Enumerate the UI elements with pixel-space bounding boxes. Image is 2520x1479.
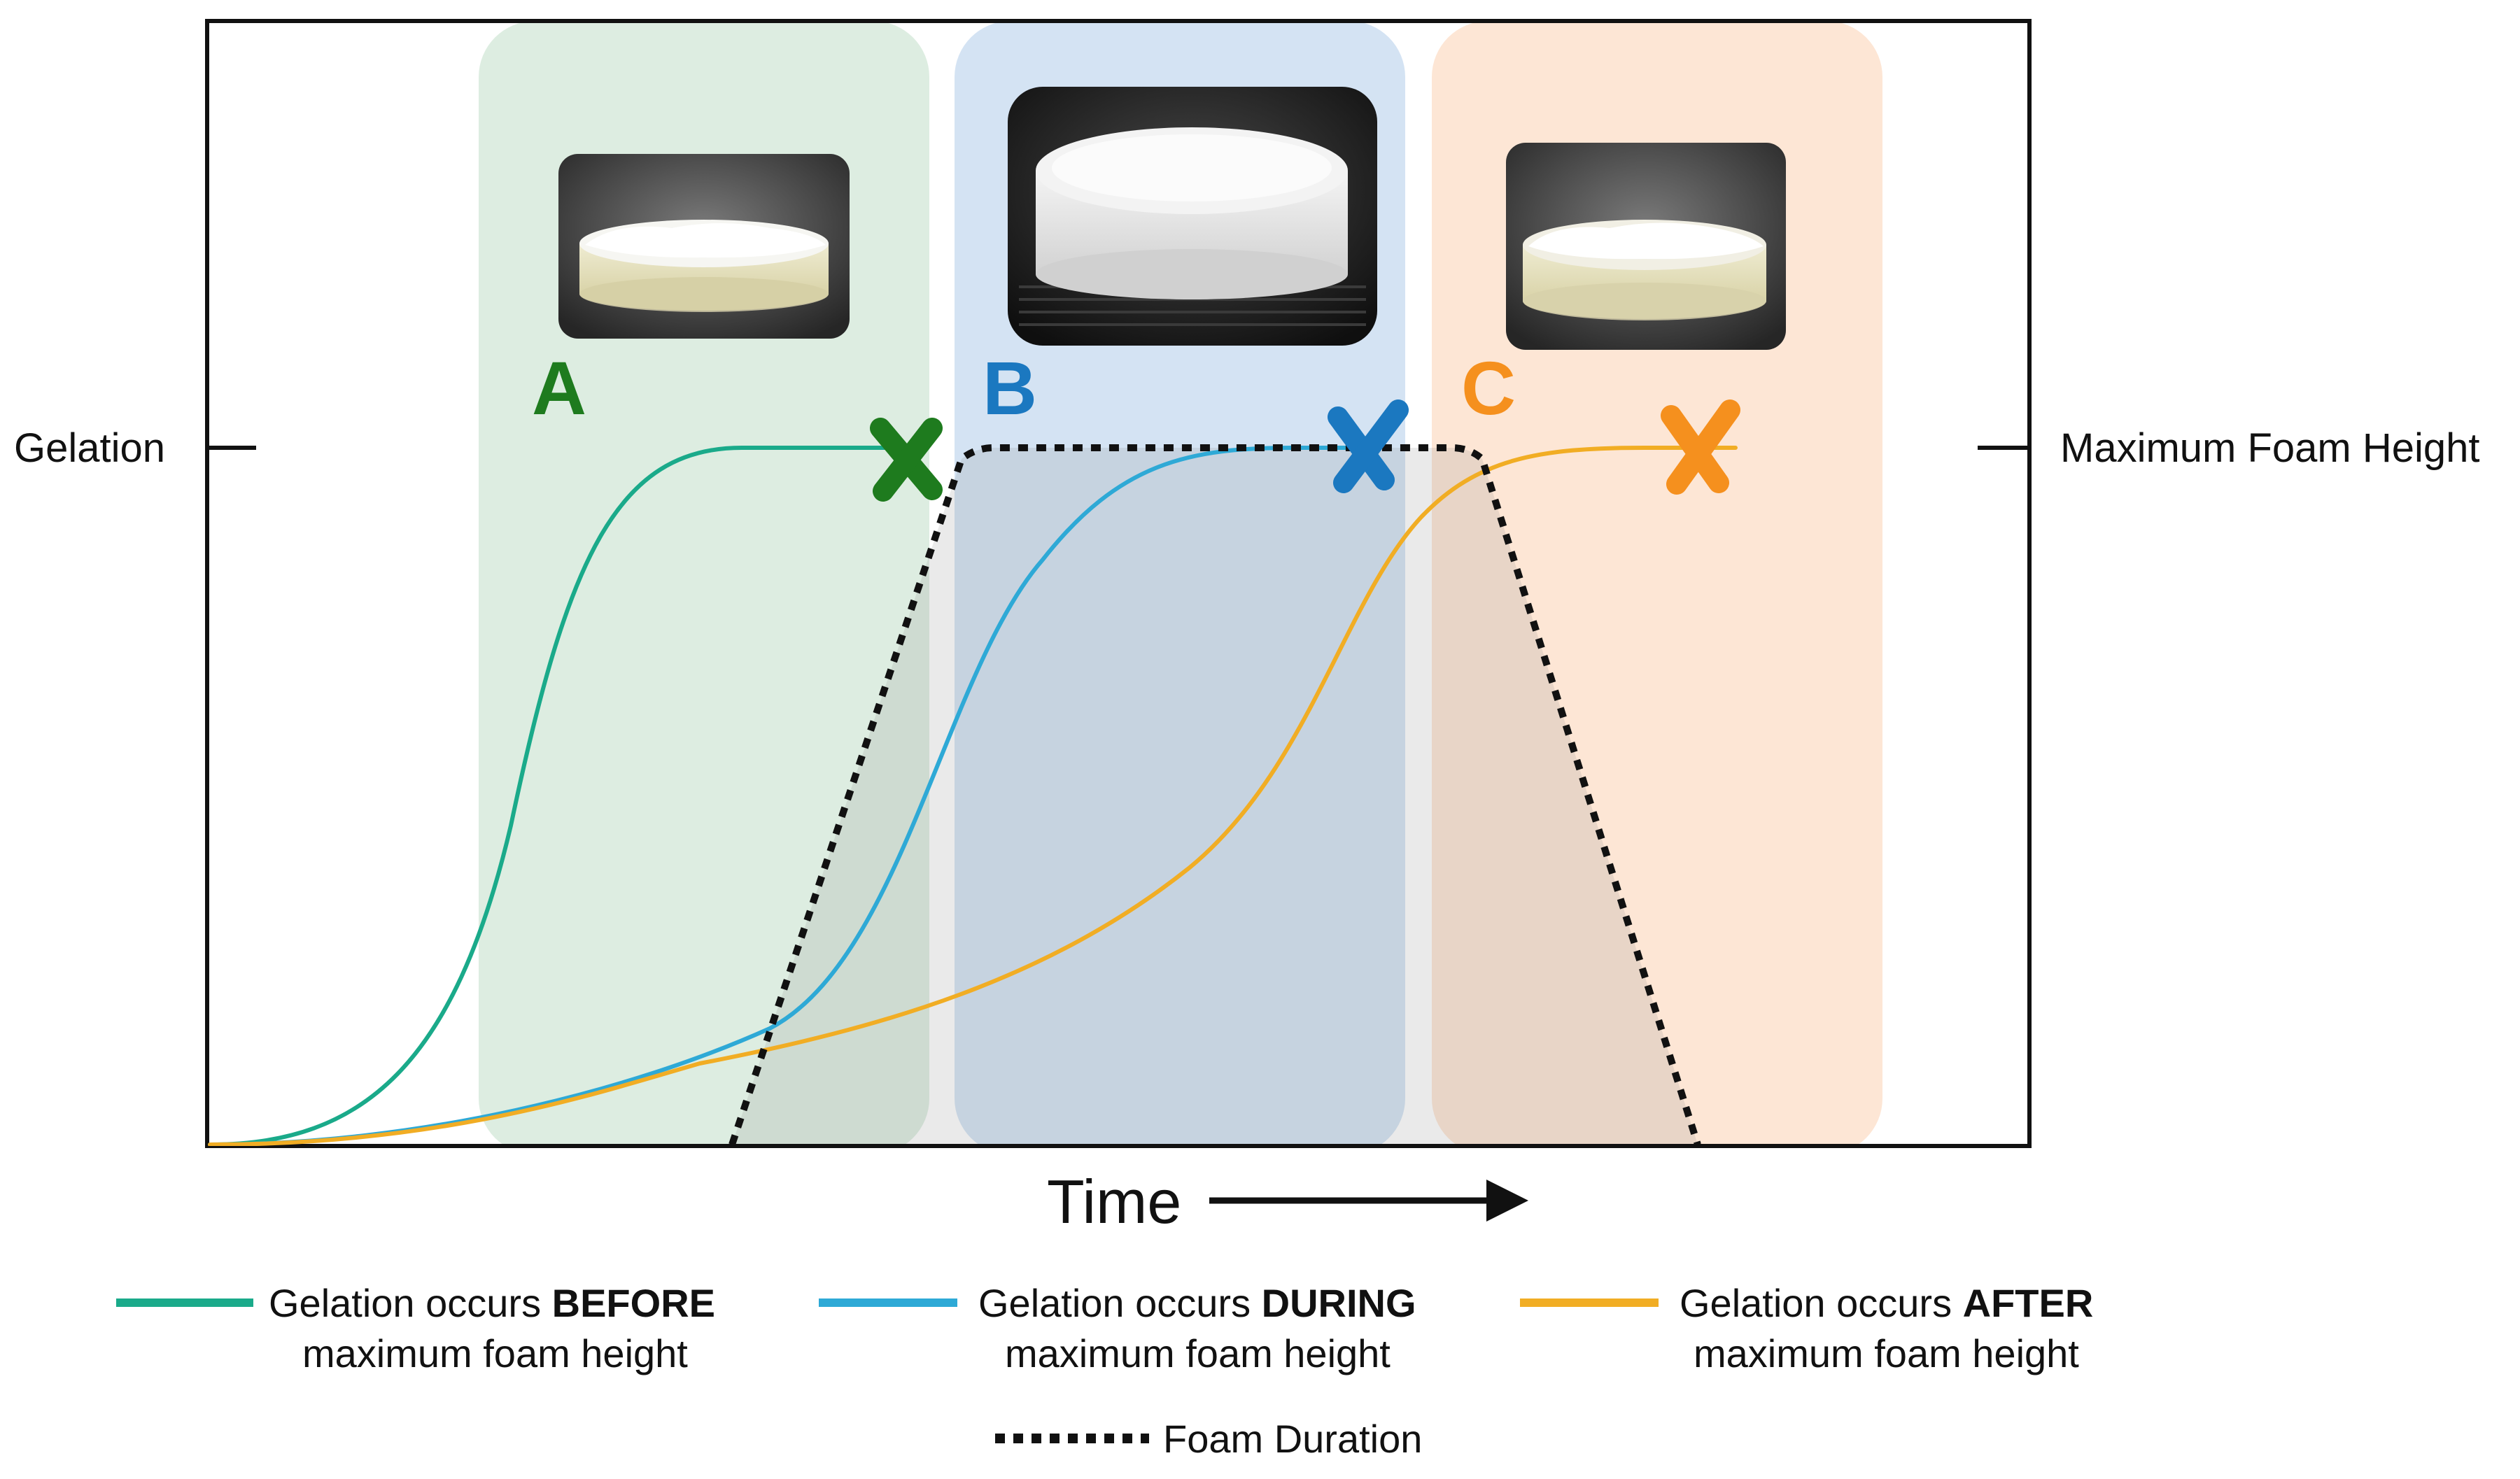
arrow-right-icon <box>1209 1180 1528 1222</box>
curve-after <box>208 446 1738 1146</box>
left-axis-label: Gelation <box>14 425 165 471</box>
zone-b-letter: B <box>983 346 1037 430</box>
gel-point-a-icon <box>870 418 943 502</box>
foam-duration-area <box>732 448 1698 1145</box>
curve-during <box>208 446 1367 1146</box>
legend-after-line2: maximum foam height <box>1694 1331 2079 1375</box>
legend-during-line2: maximum foam height <box>1005 1331 1391 1375</box>
legend-before-line2: maximum foam height <box>302 1331 688 1375</box>
gel-point-c-icon <box>1661 399 1740 495</box>
legend-after-line1: Gelation occurs AFTER <box>1680 1281 2093 1325</box>
legend: Gelation occurs BEFORE maximum foam heig… <box>116 1281 2093 1461</box>
curve-before <box>208 446 905 1146</box>
foam-sample-photo-a <box>558 154 850 339</box>
right-axis-label: Maximum Foam Height <box>2060 425 2479 471</box>
zone-c-letter: C <box>1461 346 1516 430</box>
foam-sample-photo-c <box>1506 143 1786 350</box>
plot-frame <box>205 19 2032 1148</box>
x-axis-label: Time <box>1047 1167 1181 1236</box>
curves <box>208 444 1738 1146</box>
legend-before-line1: Gelation occurs BEFORE <box>269 1281 715 1325</box>
legend-foam-label: Foam Duration <box>1163 1417 1422 1461</box>
foam-sample-photo-b <box>1008 87 1377 346</box>
legend-during-line1: Gelation occurs DURING <box>978 1281 1416 1325</box>
gel-point-b-icon <box>1328 399 1409 493</box>
curve-foam-duration <box>728 444 1701 1146</box>
zone-a-letter: A <box>532 346 586 430</box>
